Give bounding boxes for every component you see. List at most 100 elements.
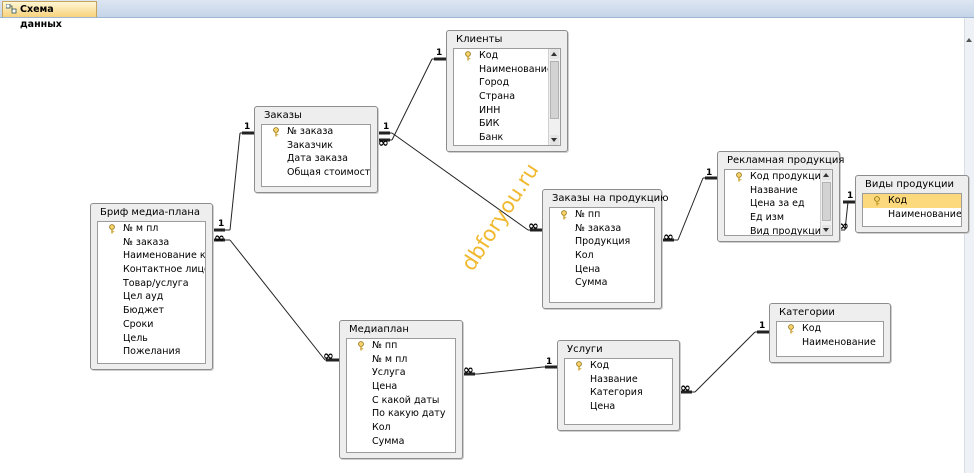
many-marker: ∞: [463, 363, 474, 378]
table-field[interactable]: Код: [777, 322, 883, 336]
scroll-thumb[interactable]: [550, 61, 559, 119]
field-name: Код: [888, 195, 908, 206]
table-field[interactable]: Код: [863, 194, 961, 208]
table-field[interactable]: Название: [565, 373, 672, 387]
table-field[interactable]: Название: [725, 184, 821, 198]
table-field[interactable]: Код: [565, 359, 672, 373]
table-field[interactable]: Банк: [454, 131, 549, 145]
scroll-up-icon[interactable]: [822, 170, 831, 180]
table-field[interactable]: Наименование: [863, 208, 961, 222]
table-field[interactable]: Наименование ко: [98, 249, 205, 263]
field-name: Цена за ед: [750, 198, 805, 210]
table-field[interactable]: Кол: [550, 249, 654, 263]
table-field[interactable]: № пп: [550, 208, 654, 222]
table-field[interactable]: Страна: [454, 90, 549, 104]
many-marker: ∞: [528, 219, 539, 234]
field-name: По какую дату: [372, 408, 446, 420]
table-field[interactable]: Код: [454, 49, 549, 63]
table-title: Заказы на продукцию: [552, 193, 669, 204]
table-title: Услуги: [567, 344, 603, 355]
table-field[interactable]: ИНН: [454, 104, 549, 118]
one-marker: 1: [847, 191, 854, 201]
table-field[interactable]: Цена: [347, 380, 455, 394]
table-field[interactable]: Услуга: [347, 366, 455, 380]
table-field[interactable]: Контактное лицо: [98, 263, 205, 277]
table-field[interactable]: Товар/услуга: [98, 277, 205, 291]
table-field[interactable]: № м пл: [98, 222, 205, 236]
many-marker: ∞: [378, 136, 389, 151]
table-field[interactable]: Код продукци: [725, 170, 821, 184]
table-field[interactable]: Цена: [565, 400, 672, 414]
field-list-scrollbar[interactable]: [820, 170, 832, 235]
one-marker: 1: [759, 321, 766, 331]
scroll-down-icon[interactable]: [822, 225, 831, 235]
scroll-thumb[interactable]: [822, 182, 831, 221]
table-field[interactable]: Сумма: [550, 276, 654, 290]
table-field[interactable]: № м пл: [347, 353, 455, 367]
field-name: Кол: [575, 250, 594, 262]
table-field[interactable]: № пп: [347, 339, 455, 353]
table-field[interactable]: Дата заказа: [262, 152, 370, 166]
table-field[interactable]: Сумма: [347, 435, 455, 449]
table-field[interactable]: БИК: [454, 117, 549, 131]
one-marker: 1: [218, 219, 225, 229]
field-name: Заказчик: [287, 139, 334, 151]
canvas-vertical-scrollbar[interactable]: [964, 18, 974, 473]
table-field[interactable]: Категория: [565, 386, 672, 400]
scroll-up-icon[interactable]: [966, 38, 972, 42]
table-field[interactable]: № заказа: [262, 125, 370, 139]
one-marker: 1: [383, 122, 390, 132]
field-name: Общая стоимость: [287, 167, 371, 179]
primary-key-icon: [464, 51, 472, 61]
table-field[interactable]: Общая стоимость: [262, 166, 370, 180]
table-field[interactable]: Ед изм: [725, 211, 821, 225]
table-field[interactable]: Цена: [550, 263, 654, 277]
table-title: Заказы: [264, 110, 302, 121]
table-field[interactable]: Цел ауд: [98, 290, 205, 304]
table-title: Бриф медиа-плана: [100, 207, 201, 218]
table-field[interactable]: Вид продукци: [725, 225, 821, 235]
field-name: Продукция: [575, 236, 631, 248]
scroll-up-icon[interactable]: [550, 49, 559, 59]
field-name: Сроки: [123, 318, 154, 330]
many-marker: ∞: [663, 230, 674, 245]
table-field[interactable]: Сроки: [98, 318, 205, 332]
table-field[interactable]: Наименование: [454, 63, 553, 77]
primary-key-icon: [787, 324, 795, 334]
table-field[interactable]: Цена за ед: [725, 197, 821, 211]
table-field[interactable]: С какой даты: [347, 394, 455, 408]
table-field[interactable]: Пожелания: [98, 345, 205, 359]
primary-key-icon: [560, 210, 568, 220]
field-name: Кол: [372, 422, 391, 434]
scroll-down-icon[interactable]: [550, 135, 559, 145]
many-marker: ∞: [214, 231, 225, 246]
field-name: Наименование ко: [123, 250, 206, 262]
table-field[interactable]: Заказчик: [262, 139, 370, 153]
table-field[interactable]: Продукция: [550, 235, 654, 249]
field-name: № заказа: [123, 236, 170, 248]
table-field[interactable]: № заказа: [550, 222, 654, 236]
field-name: Товар/услуга: [123, 277, 189, 289]
table-field[interactable]: № заказа: [98, 236, 205, 250]
field-name: № пп: [575, 209, 601, 220]
table-field[interactable]: Наименование: [777, 336, 883, 350]
table-field[interactable]: Цель: [98, 332, 205, 346]
field-list-scrollbar[interactable]: [548, 49, 560, 145]
table-field[interactable]: Город: [454, 76, 549, 90]
table-field[interactable]: Бюджет: [98, 304, 205, 318]
field-name: Код продукци: [750, 171, 821, 182]
watermark: dbforyou.ru: [456, 158, 544, 276]
table-field[interactable]: Кол: [347, 421, 455, 435]
tab-relationships[interactable]: Схема данных: [2, 1, 97, 30]
table-field[interactable]: По какую дату: [347, 407, 455, 421]
